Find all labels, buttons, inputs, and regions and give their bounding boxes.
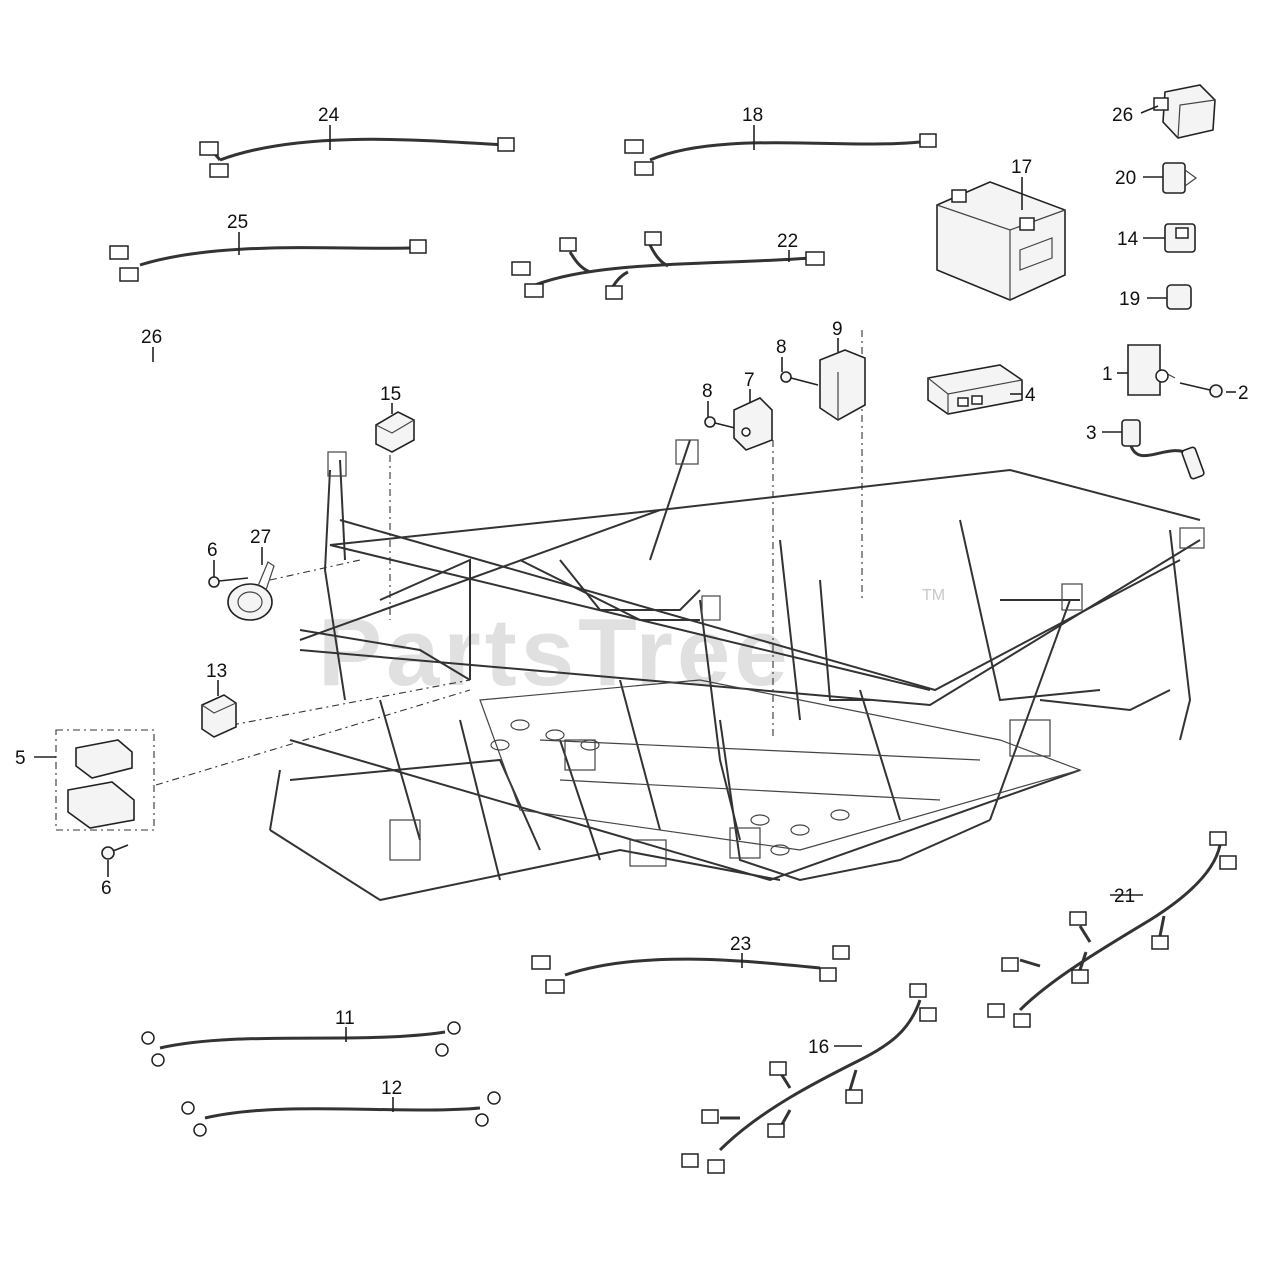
callout-4: 4 (1025, 385, 1036, 406)
harness-23 (531, 945, 850, 994)
harness-12 (181, 1091, 501, 1137)
switch-14 (1164, 223, 1196, 253)
relay-13 (201, 694, 237, 738)
switch-19 (1166, 284, 1192, 310)
harness-25 (109, 239, 427, 282)
callout-12: 12 (381, 1078, 402, 1099)
harness-24 (199, 137, 515, 178)
harness-18 (624, 133, 937, 176)
callout-11: 11 (335, 1008, 355, 1029)
battery-17 (936, 181, 1066, 301)
callout-14: 14 (1117, 229, 1139, 250)
callout-20: 20 (1115, 168, 1136, 189)
callout-6-lower: 6 (101, 878, 112, 899)
cover-9 (819, 349, 866, 421)
control-module-4 (927, 364, 1023, 415)
relay-box-5 (55, 729, 155, 831)
floor-holes (490, 719, 850, 856)
callout-7: 7 (744, 370, 755, 391)
relay-15 (375, 411, 415, 453)
screw-6b (101, 844, 129, 860)
callout-24: 24 (318, 105, 340, 126)
callout-25: 25 (227, 212, 248, 233)
relay-26 (1153, 84, 1216, 139)
callout-19: 19 (1119, 289, 1140, 310)
callout-26-right: 26 (1112, 105, 1133, 126)
vehicle-frame (269, 439, 1205, 902)
harness-16 (681, 983, 937, 1174)
bracket-7 (733, 397, 773, 451)
sensor-1 (1127, 344, 1176, 396)
callout-23: 23 (730, 934, 751, 955)
callout-15: 15 (380, 384, 401, 405)
harness-22 (511, 231, 825, 300)
callout-8-lower: 8 (702, 381, 713, 402)
switch-20 (1162, 162, 1198, 194)
callout-5: 5 (15, 748, 26, 769)
callout-22: 22 (777, 231, 798, 252)
callout-16: 16 (808, 1037, 829, 1058)
callout-27: 27 (250, 527, 271, 548)
callout-6-upper: 6 (207, 540, 218, 561)
sensor-3 (1121, 419, 1205, 480)
callout-26-left: 26 (141, 327, 162, 348)
horn-27 (227, 561, 275, 621)
callout-18: 18 (742, 105, 763, 126)
callout-8-upper: 8 (776, 337, 787, 358)
callout-3: 3 (1086, 423, 1097, 444)
watermark-text: PartsTree (318, 599, 792, 706)
callouts: 24 18 25 22 26 26 20 17 14 19 1 2 3 4 9 … (15, 105, 1249, 1099)
bolt-2 (1179, 382, 1223, 398)
screw-8b (704, 416, 736, 429)
callout-13: 13 (206, 661, 227, 682)
screw-8a (780, 371, 819, 386)
callout-2: 2 (1238, 383, 1249, 404)
harness-11 (141, 1021, 461, 1067)
watermark-tm: TM (922, 587, 945, 604)
callout-1: 1 (1102, 364, 1113, 385)
callout-17: 17 (1011, 157, 1032, 178)
callout-21: 21 (1114, 886, 1135, 907)
harness-21 (987, 831, 1237, 1028)
callout-9: 9 (832, 319, 843, 340)
leader-lines (34, 105, 1236, 1112)
